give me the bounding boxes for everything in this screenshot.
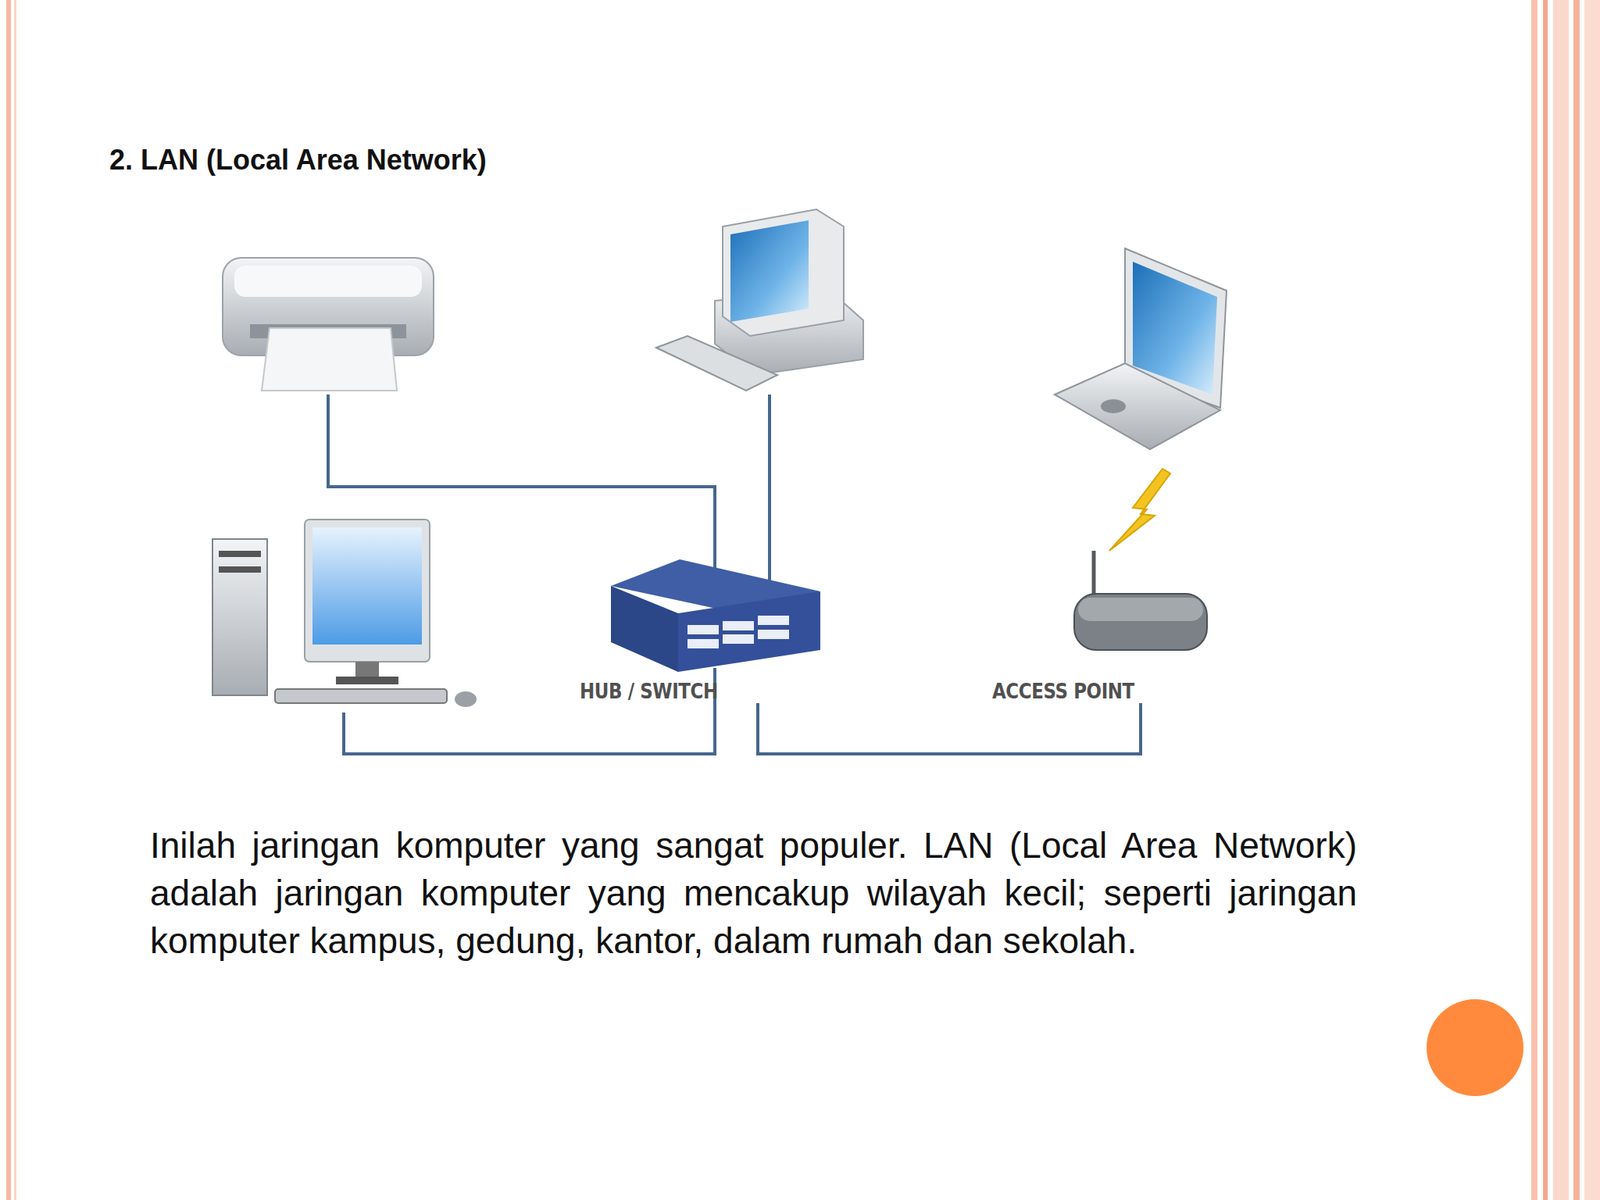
page-border — [1531, 0, 1538, 1200]
device-label: ACCESS POINT — [992, 678, 1135, 704]
decor-circle — [1426, 999, 1524, 1097]
cable-connector — [757, 703, 1141, 754]
page-border — [1573, 0, 1580, 1200]
access-point-icon — [1074, 550, 1208, 650]
page-border — [1542, 0, 1548, 1200]
switch-icon — [610, 559, 821, 672]
device-node: ACCESS POINT — [992, 539, 1219, 704]
device-node: HUB / SWITCH — [579, 556, 838, 704]
page-border — [14, 0, 17, 1200]
page-border — [6, 0, 11, 1200]
page-border — [1584, 0, 1600, 1200]
laptop-icon — [1054, 248, 1227, 450]
slide-title: 2. LAN (Local Area Network) — [109, 143, 487, 177]
desktop-computer-icon — [656, 209, 864, 391]
device-label: HUB / SWITCH — [579, 678, 718, 704]
desktop-computer-icon — [212, 519, 477, 708]
page-border — [1553, 0, 1569, 1200]
printer-icon — [222, 257, 434, 391]
caption-text: Inilah jaringan komputer yang sangat pop… — [150, 821, 1358, 965]
wireless-signal-icon — [1109, 468, 1171, 551]
cable-wire — [767, 394, 772, 583]
